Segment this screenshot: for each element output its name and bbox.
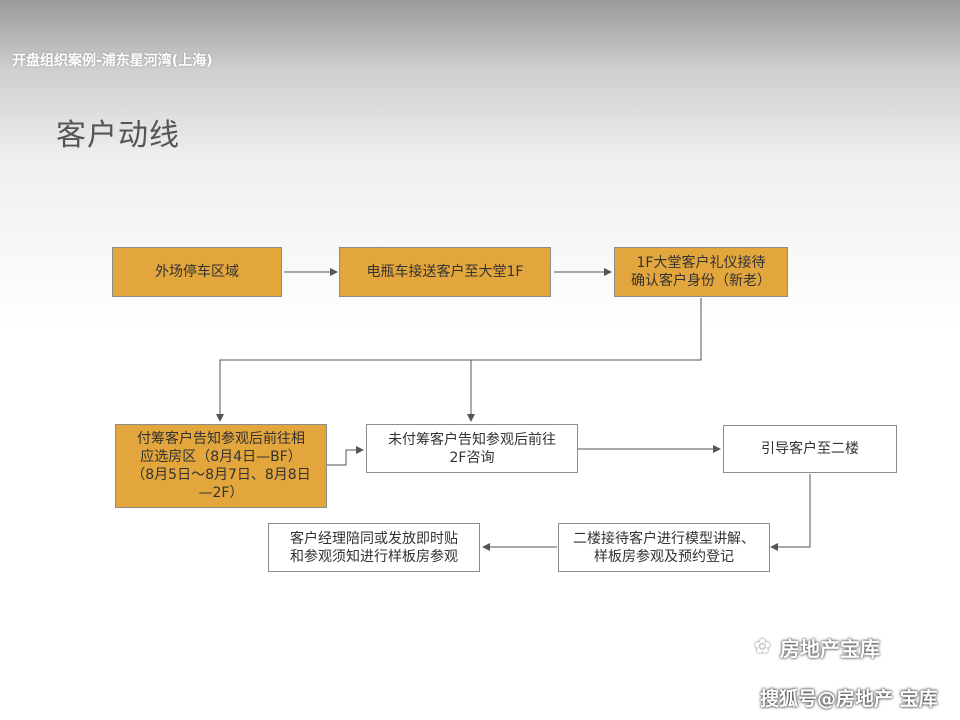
- arrow-n6-n7: [770, 474, 811, 551]
- arrow-n4-n5: [327, 446, 364, 466]
- slide-title: 客户动线: [56, 118, 180, 153]
- node-paid-customers-label: 付筹客户告知参观后前往相 应选房区（8月4日—BF） （8月5日～8月7日、8月…: [131, 431, 311, 501]
- node-guide-second-floor: 引导客户至二楼: [723, 425, 897, 473]
- slide-header: 开盘组织案例-浦东星河湾(上海): [12, 53, 213, 69]
- node-manager-accompany-label: 客户经理陪同或发放即时贴 和参观须知进行样板房参观: [290, 530, 458, 565]
- wechat-icon: ✿: [754, 634, 771, 658]
- node-unpaid-customers-label: 未付筹客户告知参观后前往 2F咨询: [388, 431, 556, 466]
- node-outdoor-parking-label: 外场停车区域: [155, 264, 239, 280]
- node-guide-second-floor-label: 引导客户至二楼: [761, 441, 859, 457]
- node-lobby-reception-label: 1F大堂客户礼仪接待 确认客户身份（新老）: [631, 255, 771, 289]
- node-shuttle-to-lobby-label: 电瓶车接送客户至大堂1F: [366, 264, 524, 280]
- node-second-floor-reception: 二楼接待客户进行模型讲解、 样板房参观及预约登记: [558, 523, 770, 572]
- watermark-account: 房地产宝库: [780, 637, 880, 661]
- node-manager-accompany: 客户经理陪同或发放即时贴 和参观须知进行样板房参观: [268, 523, 480, 572]
- watermark-sohu: 搜狐号@房地产 宝库: [760, 688, 938, 710]
- arrow-n3-split: [216, 298, 702, 422]
- node-outdoor-parking: 外场停车区域: [112, 247, 282, 297]
- node-shuttle-to-lobby: 电瓶车接送客户至大堂1F: [339, 247, 551, 297]
- node-paid-customers: 付筹客户告知参观后前往相 应选房区（8月4日—BF） （8月5日～8月7日、8月…: [115, 424, 327, 508]
- node-lobby-reception: 1F大堂客户礼仪接待 确认客户身份（新老）: [614, 247, 788, 297]
- node-second-floor-reception-label: 二楼接待客户进行模型讲解、 样板房参观及预约登记: [573, 530, 755, 565]
- node-unpaid-customers: 未付筹客户告知参观后前往 2F咨询: [366, 424, 578, 473]
